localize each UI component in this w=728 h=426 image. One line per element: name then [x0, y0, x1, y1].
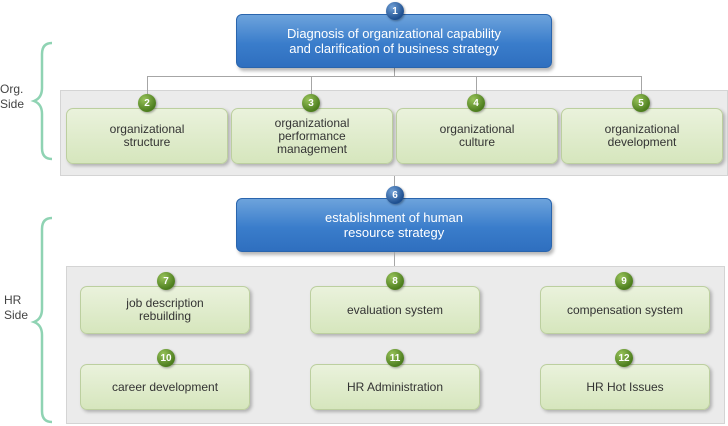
step-1-badge: 1: [386, 2, 404, 20]
step-1-label-line1: Diagnosis of organizational capability: [287, 26, 501, 41]
step-8-box: evaluation system: [310, 286, 480, 334]
step-3-box: organizational performance management: [231, 108, 393, 164]
org-side-label: Org. Side: [0, 82, 32, 112]
connector-to-4: [476, 76, 477, 98]
org-side-bracket: [30, 41, 53, 161]
step-9-label: compensation system: [566, 302, 684, 317]
step-11-label: HR Administration: [346, 379, 444, 394]
step-7-label-line1: job description: [126, 296, 204, 310]
connector-to-5: [641, 76, 642, 98]
step-6-label-line1: establishment of human: [324, 210, 464, 225]
step-2-label-line2: structure: [123, 135, 171, 149]
step-2-label-line1: organizational: [109, 122, 185, 136]
step-9-box: compensation system: [540, 286, 710, 334]
step-3-label-line2: performance: [278, 128, 346, 143]
connector-org-horizontal: [147, 76, 642, 77]
step-5-box: organizational development: [561, 108, 723, 164]
step-8-badge: 8: [386, 272, 404, 290]
step-3-label-line1: organizational: [274, 115, 350, 130]
connector-6-down: [394, 252, 395, 266]
step-7-label-line2: rebuilding: [138, 309, 192, 323]
step-2-badge: 2: [138, 94, 156, 112]
step-7-badge: 7: [157, 272, 175, 290]
step-5-label-line2: development: [607, 135, 677, 149]
step-8-label: evaluation system: [346, 302, 444, 317]
org-side-label-line1: Org.: [0, 82, 24, 96]
step-12-box: HR Hot Issues: [540, 364, 710, 410]
step-4-label-line2: culture: [458, 135, 496, 149]
step-9-badge: 9: [615, 272, 633, 290]
step-1-diagnosis-box: Diagnosis of organizational capability a…: [236, 14, 552, 68]
connector-to-2: [147, 76, 148, 98]
step-10-badge: 10: [157, 349, 175, 367]
hr-side-label: HR Side: [4, 293, 34, 323]
step-6-label-line2: resource strategy: [343, 225, 445, 240]
step-10-box: career development: [80, 364, 250, 410]
step-3-label-line3: management: [276, 141, 348, 156]
step-2-box: organizational structure: [66, 108, 228, 164]
org-side-label-line2: Side: [0, 97, 25, 111]
step-7-box: job description rebuilding: [80, 286, 250, 334]
connector-1-down: [394, 68, 395, 76]
step-11-box: HR Administration: [310, 364, 480, 410]
step-4-badge: 4: [467, 94, 485, 112]
step-1-label-line2: and clarification of business strategy: [289, 41, 499, 56]
step-4-label-line1: organizational: [439, 122, 515, 136]
step-12-badge: 12: [615, 349, 633, 367]
hr-side-label-line1: HR: [4, 293, 22, 307]
step-6-badge: 6: [386, 186, 404, 204]
connector-to-3: [311, 76, 312, 98]
step-12-label: HR Hot Issues: [586, 379, 664, 394]
hr-side-label-line2: Side: [4, 308, 29, 322]
step-4-box: organizational culture: [396, 108, 558, 164]
step-6-hr-strategy-box: establishment of human resource strategy: [236, 198, 552, 252]
step-10-label: career development: [111, 379, 219, 394]
step-5-badge: 5: [632, 94, 650, 112]
step-3-badge: 3: [302, 94, 320, 112]
step-5-label-line1: organizational: [604, 122, 680, 136]
hr-side-bracket: [30, 216, 53, 424]
step-11-badge: 11: [386, 349, 404, 367]
